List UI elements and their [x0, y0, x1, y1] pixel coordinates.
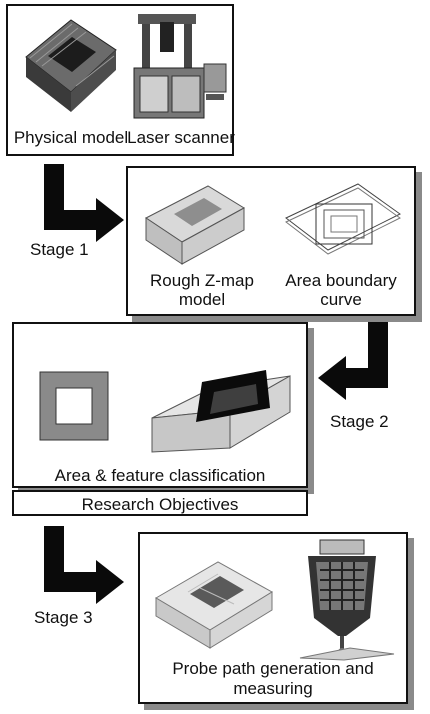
stage3-arrow [44, 526, 134, 606]
classification-label: Area & feature classification [14, 467, 306, 486]
stage2-arrow [318, 322, 398, 402]
stage1-label: Stage 1 [30, 240, 89, 260]
research-objectives-bar: Research Objectives [12, 490, 308, 516]
physical-model-image [16, 12, 116, 122]
probe-part-image [148, 548, 278, 658]
stage2-label: Stage 2 [330, 412, 389, 432]
rough-zmap-label-line2: model [142, 291, 262, 310]
area-boundary-image [276, 178, 406, 278]
area-boundary-label-line1: Area boundary [276, 272, 406, 291]
probe-path-label-line1: Probe path generation and [140, 660, 406, 679]
probe-path-label-line2: measuring [140, 680, 406, 699]
stage3-label: Stage 3 [34, 608, 93, 628]
rough-zmap-label-line1: Rough Z-map [142, 272, 262, 291]
stage1-arrow [44, 164, 134, 244]
stage2-box: Area & feature classification [12, 322, 308, 488]
physical-model-label: Physical model [12, 129, 130, 148]
laser-scanner-label: Laser scanner [126, 129, 236, 148]
rough-zmap-image [138, 178, 248, 268]
area-map-image [36, 368, 116, 448]
touch-probe-image [290, 540, 400, 660]
input-box: Physical model Laser scanner [6, 4, 234, 156]
feature-model-image [146, 348, 296, 458]
laser-scanner-image [120, 8, 230, 120]
area-boundary-label-line2: curve [276, 291, 406, 310]
stage1-output-box: Rough Z-map model Area boundary curve [126, 166, 416, 316]
stage3-box: Probe path generation and measuring [138, 532, 408, 704]
research-objectives-label: Research Objectives [14, 496, 306, 515]
